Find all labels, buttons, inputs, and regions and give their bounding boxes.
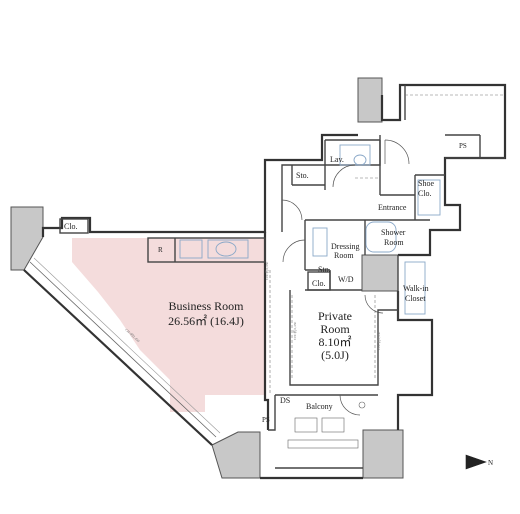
storage-top-label: Sto. (296, 171, 309, 180)
shoe-closet-label-1: Shoe (418, 179, 434, 188)
balcony-label: Balcony (306, 402, 333, 411)
shoe-closet-label-2: Clo. (418, 189, 432, 198)
private-room-jo: (5.0J) (321, 348, 349, 362)
column-top-right (357, 77, 383, 123)
business-room-label: Business Room (168, 299, 244, 313)
north-arrow-icon: N (465, 454, 493, 470)
dressing-room-label-1: Dressing (331, 242, 359, 251)
private-room-label-1: Private (318, 309, 352, 323)
fixtures (179, 144, 441, 315)
svg-text:CH=約2,350: CH=約2,350 (264, 262, 270, 280)
shower-room-label-2: Room (384, 238, 404, 247)
column-bottom-left (211, 431, 261, 479)
balcony-details (287, 401, 366, 449)
dashed-lines (269, 94, 505, 395)
walk-in-closet-label-2: Closet (405, 294, 426, 303)
entrance-label: Entrance (378, 203, 407, 212)
business-room-area: 26.56㎡ (16.4J) (168, 314, 244, 328)
ps-bottom-label: PS (262, 416, 270, 424)
lav-label: Lav. (330, 155, 344, 164)
svg-text:N: N (488, 459, 493, 467)
private-room-area: 8.10㎡ (318, 335, 351, 349)
closet-small-label: Clo. (312, 279, 326, 288)
column-bottom-right (362, 429, 404, 479)
door-swings (281, 139, 410, 416)
business-room-highlight (72, 238, 265, 412)
interior-walls (59, 85, 505, 469)
dressing-room-label-2: Room (334, 251, 354, 260)
closet-corner-label: Clo. (64, 222, 78, 231)
column-center (361, 254, 399, 292)
private-room-label-2: Room (320, 322, 350, 336)
ds-label: DS (280, 396, 290, 405)
diagonal-window-inner (33, 257, 221, 434)
svg-text:CH=約2,450: CH=約2,450 (376, 332, 382, 350)
storage-mid-label: Sto. (318, 265, 331, 274)
svg-text:CH=約2,450: CH=約2,450 (292, 322, 298, 340)
washer-dryer-label: W/D (338, 275, 354, 284)
shower-room-label-1: Shower (381, 228, 406, 237)
outer-walls (23, 83, 507, 480)
walk-in-closet-label-1: Walk-in (403, 284, 429, 293)
ps-top-label: PS (459, 142, 467, 150)
diagonal-window (29, 261, 217, 438)
refrigerator-label: R (158, 246, 163, 254)
column-top-left (10, 206, 44, 271)
